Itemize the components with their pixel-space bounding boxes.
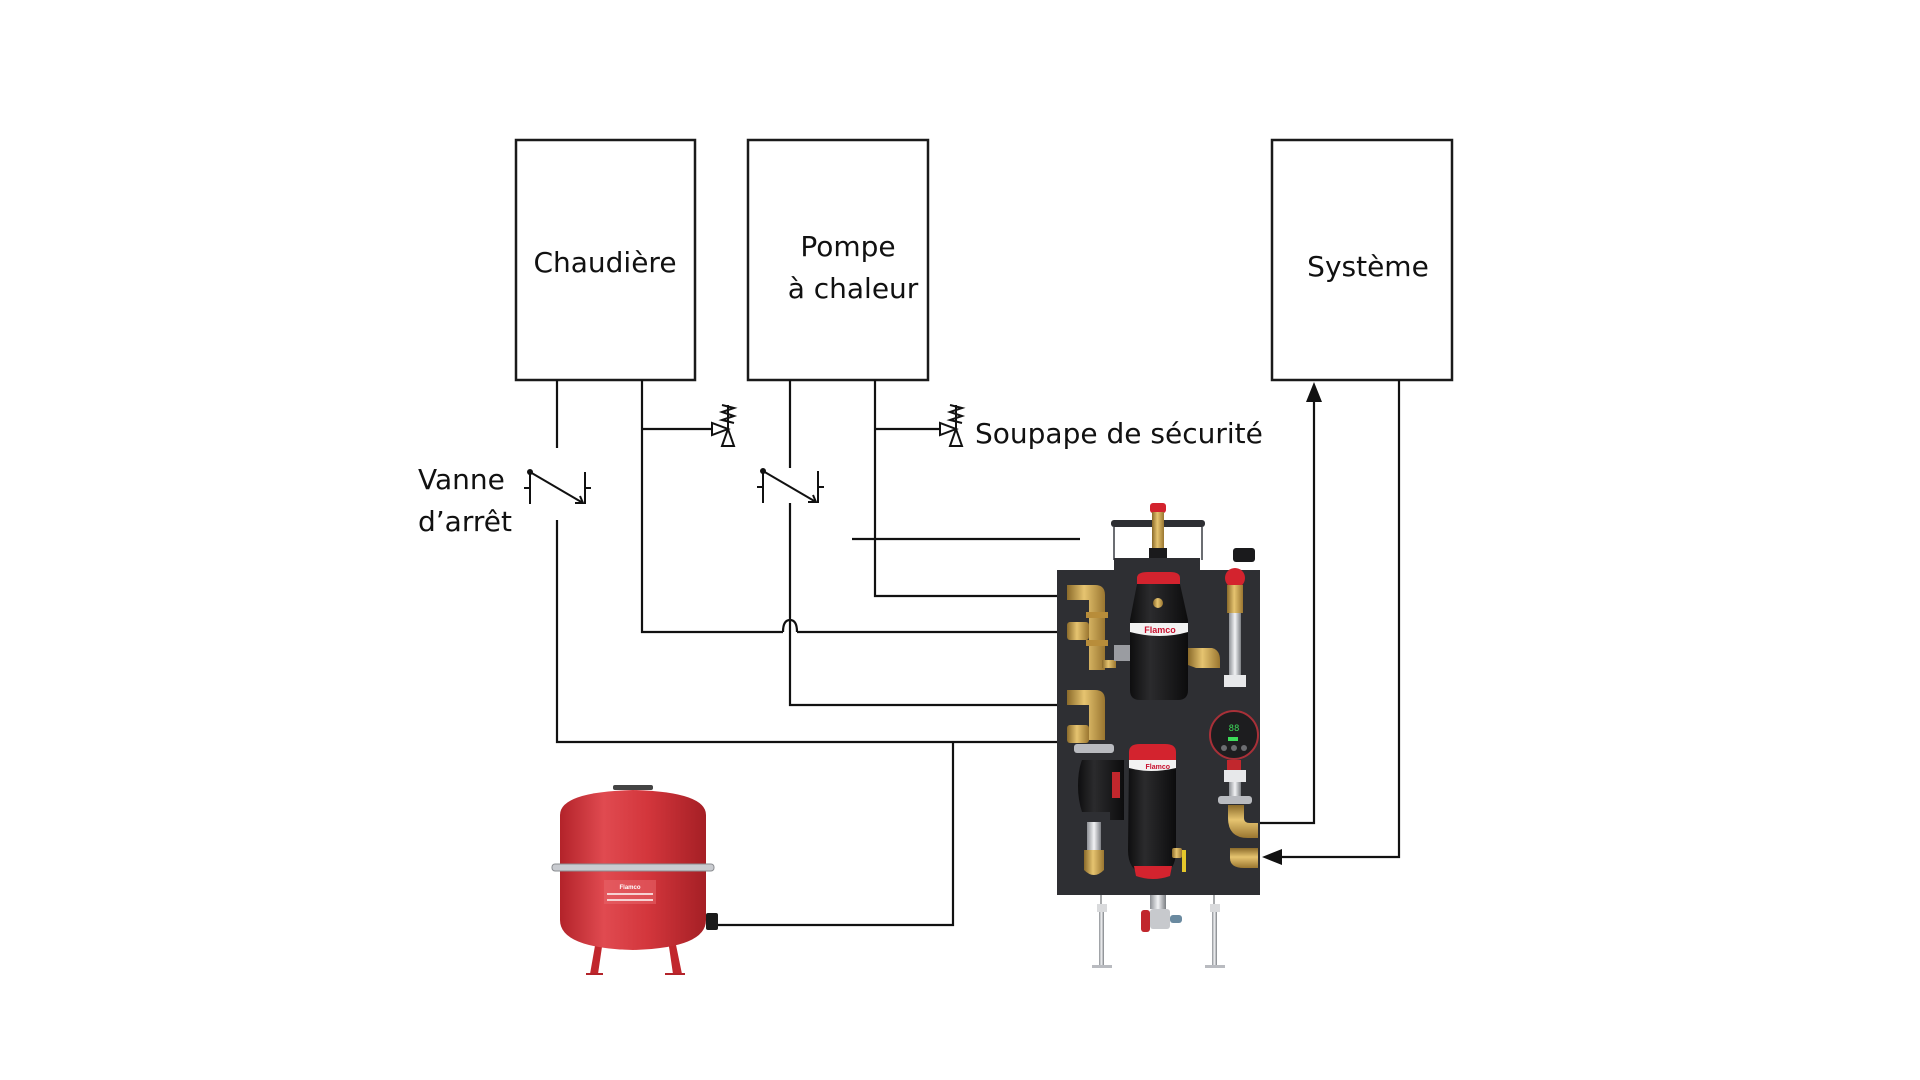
boiler-return-pipe [555, 380, 1057, 744]
expansion-vessel: Flamco [551, 785, 718, 975]
brass-fittings-left [1067, 585, 1116, 875]
system-label: Système [1307, 250, 1429, 283]
system-supply-pipe [1260, 382, 1322, 825]
shutoff-valve-icon [524, 469, 591, 504]
circulator-pump [1209, 710, 1259, 760]
safety-valve-icon [939, 404, 966, 447]
system-return-pipe [1262, 380, 1401, 865]
dirt-separator: Flamco [1078, 744, 1186, 879]
expansion-vessel-pipe [718, 742, 955, 927]
module-brand-upper: Flamco [1144, 625, 1176, 635]
arrow-up-icon [1306, 382, 1322, 402]
heat-pump-label-line1: Pompe [800, 230, 895, 263]
vessel-brand-label: Flamco [619, 885, 640, 891]
module-stand [1092, 895, 1225, 968]
module-brand-lower: Flamco [1145, 764, 1170, 771]
heat-pump-box: Pompe à chaleur [746, 138, 930, 382]
shutoff-valve-label-line2: d’arrêt [418, 505, 512, 538]
arrow-left-icon [1262, 849, 1282, 865]
safety-valve-label: Soupape de sécurité [975, 417, 1263, 450]
hydraulic-module: 88 Flamco [1057, 503, 1260, 968]
system-box: Système [1270, 138, 1454, 382]
safety-valve-icon [711, 404, 738, 447]
shutoff-valve-label-line1: Vanne [418, 463, 505, 496]
air-separator: Flamco [1114, 572, 1220, 700]
boiler-box: Chaudière [514, 138, 697, 382]
heat-pump-flow-pipe [873, 380, 1057, 598]
shutoff-valve-icon [757, 468, 824, 503]
heat-pump-return-pipe [788, 380, 1057, 707]
pump-display-value: 88 [1229, 724, 1240, 734]
heat-pump-label-line2: à chaleur [788, 272, 919, 305]
boiler-label: Chaudière [533, 246, 676, 279]
